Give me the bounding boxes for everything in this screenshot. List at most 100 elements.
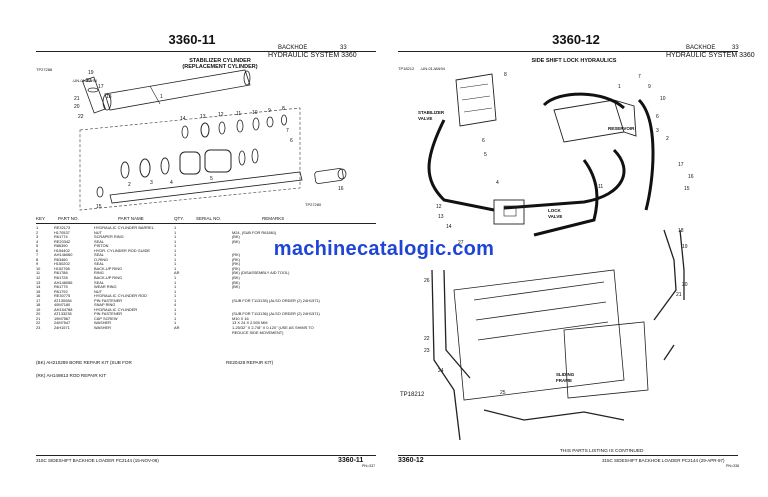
key-cell: 18 (36, 302, 41, 308)
key-cell: 11 (36, 270, 41, 276)
qty-cell: 1 (174, 225, 177, 230)
part-no-cell: R61786 (54, 270, 68, 276)
cylinder-rod-drawing (96, 168, 347, 204)
callout-1: 1 (160, 94, 163, 100)
r-callout-27: 27 (458, 240, 464, 246)
hydraulic-tubes (431, 229, 685, 441)
r-callout-22: 22 (424, 336, 430, 342)
footer-code-right: PN=338 (726, 464, 740, 468)
r-callout-8: 8 (504, 72, 507, 78)
part-no-cell: RE30775 (54, 293, 71, 299)
callout-11: 11 (236, 111, 241, 117)
cylinder-barrel-drawing (102, 69, 251, 111)
header-rule-right (398, 51, 738, 52)
figure-title-line1: STABILIZER CYLINDER (189, 58, 251, 64)
qty-cell: 1 (174, 306, 177, 312)
part-name-cell: WASHER (94, 325, 111, 331)
part-name-cell: HYDRAULIC CYLINDER BARREL (94, 225, 154, 230)
qty-cell: 1 (174, 243, 177, 249)
part-name-cell: RING (94, 270, 104, 276)
callout-8: 8 (282, 106, 285, 112)
r-callout-13: 13 (438, 214, 444, 220)
r-callout-17: 17 (678, 162, 684, 168)
table-row: 16 RE30775 HYDRAULIC CYLINDER ROD 1 (36, 294, 376, 299)
hydraulic-hoses (427, 92, 655, 237)
remarks-cell: (RK) (232, 252, 240, 258)
callout-21: 21 (74, 96, 80, 102)
part-name-cell: CAP SCREW (94, 315, 118, 321)
header-page-left: 33 (340, 45, 347, 51)
col-part-name: PART NAME (118, 216, 144, 221)
remarks-cell: REDUCE SIDE MOVEMENT) (232, 329, 284, 335)
col-qty: QTY. (174, 216, 184, 221)
callout-20: 20 (74, 104, 80, 110)
key-cell: 4 (36, 238, 39, 244)
key-cell: 23 (36, 325, 41, 331)
key-cell: 17 (36, 297, 41, 303)
callout-5: 5 (210, 176, 213, 182)
key-cell: 10 (36, 265, 41, 271)
qty-cell: 1 (174, 284, 177, 290)
part-no-cell: AH146056 (54, 279, 73, 285)
figure-title-line2: (REPLACEMENT CYLINDER) (182, 64, 258, 70)
part-no-cell: R61775 (54, 284, 68, 290)
label-stabilizer: STABILIZER (418, 110, 445, 115)
key-cell: 13 (36, 279, 41, 285)
r-callout-9: 9 (648, 84, 651, 90)
r-callout-23: 23 (424, 348, 430, 354)
part-no-cell: R61792 (54, 288, 68, 294)
seal-rings-row (181, 114, 287, 139)
key-cell: 1 (36, 225, 39, 230)
page-number-right: 3360-12 (552, 32, 600, 47)
qty-cell: 1 (174, 256, 177, 262)
footer-page-left: 3360-11 (338, 457, 364, 464)
remarks-cell: (SUB FOR T113136) (ALSO ORDER (2) 24H157… (232, 311, 320, 317)
callout-13: 13 (200, 114, 206, 120)
note-bore-kit: (BK) AH210289 BORE REPAIR KIT (SUB FOR (36, 360, 132, 365)
qty-cell: 1 (174, 279, 177, 285)
header-page-right: 33 (732, 45, 739, 51)
remarks-cell: (BK) (232, 238, 240, 244)
remarks-cell: M10 X 16 (232, 315, 249, 321)
part-name-cell: SNAP RING (94, 302, 116, 308)
figure-title-right: SIDE SHIFT LOCK HYDRAULICS (531, 58, 617, 64)
key-cell: 16 (36, 293, 41, 299)
part-name-cell: HYDRAULIC CYLINDER ROD (94, 293, 147, 299)
remarks-cell: (BK) (DISASSEMBLY AID TOOL) (232, 270, 290, 276)
callout-16: 16 (338, 186, 344, 192)
key-cell: 14 (36, 284, 41, 290)
part-name-cell: PIN FASTENER (94, 311, 123, 317)
qty-cell: AR (174, 270, 180, 276)
qty-cell: 1 (174, 293, 177, 299)
footer-rule-left (36, 455, 376, 456)
key-cell: 2 (36, 229, 39, 235)
header-section-right: BACKHOE (686, 45, 716, 51)
part-no-cell: H150202 (54, 261, 70, 267)
part-name-cell: PISTON (94, 243, 109, 249)
col-remarks: REMARKS (262, 216, 285, 221)
remarks-cell: (RK) (232, 256, 240, 262)
label-stabilizer-valve: VALVE (418, 116, 433, 121)
part-name-cell: SCRAPER RING (94, 234, 124, 240)
remarks-cell: (RK) (232, 265, 240, 271)
qty-cell: 1 (174, 315, 177, 321)
r-callout-24: 24 (438, 368, 444, 374)
callout-19: 19 (88, 70, 94, 76)
reservoir-drawing (553, 99, 637, 143)
callout-14: 14 (180, 116, 186, 122)
key-cell: 9 (36, 261, 39, 267)
part-no-cell: H152765 (54, 265, 70, 271)
part-no-cell: R61728 (54, 275, 68, 281)
part-name-cell: BACK-UP RING (94, 275, 123, 281)
